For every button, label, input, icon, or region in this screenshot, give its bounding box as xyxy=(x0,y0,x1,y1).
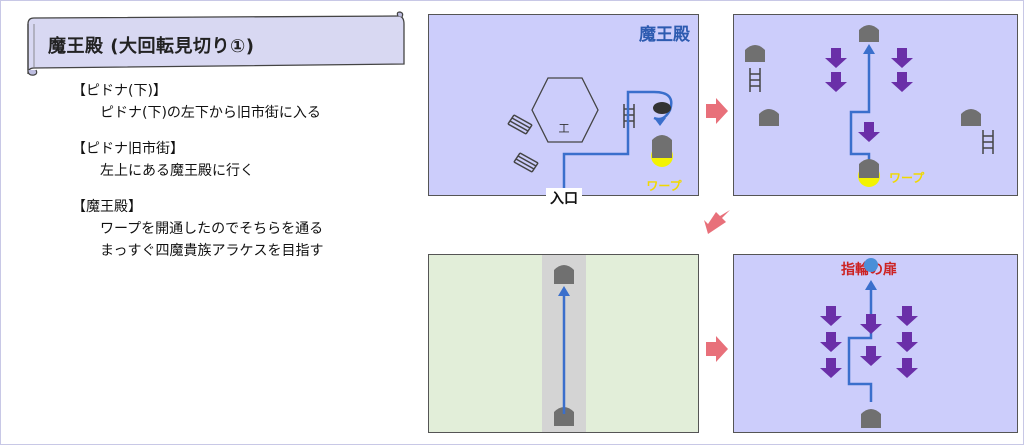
enemy-down-arrow-icon xyxy=(820,358,842,378)
enemy-down-arrow-icon xyxy=(891,48,913,68)
ladder-icon xyxy=(749,68,761,92)
door-icon xyxy=(759,109,779,126)
door-icon xyxy=(652,135,672,158)
enemy-down-arrow-icon xyxy=(860,346,882,366)
enemy-down-arrow-icon xyxy=(825,48,847,68)
map-panel-corridor xyxy=(428,254,699,433)
door-icon xyxy=(861,409,881,428)
note-old-town: 【ピドナ旧市街】 左上にある魔王殿に行く xyxy=(72,138,323,182)
route-arrowhead xyxy=(558,286,570,296)
next-arrow-icon xyxy=(706,98,728,124)
door-mark: 工 xyxy=(559,122,570,135)
entrance-label: 入口 xyxy=(546,188,582,208)
enemy-down-arrow-icon xyxy=(860,314,882,334)
map-panel-entrance: 魔王殿 工 ワープ xyxy=(428,14,699,196)
page-title: 魔王殿 (大回転見切り①) xyxy=(48,36,255,57)
note-heading: 【ピドナ(下)】 xyxy=(72,83,167,99)
enemy-down-arrow-icon xyxy=(825,72,847,92)
enemy-down-arrow-icon xyxy=(896,332,918,352)
route-path xyxy=(849,52,871,182)
hexagon-building xyxy=(531,77,599,143)
warp-label: ワープ xyxy=(646,178,682,193)
ladder-icon xyxy=(507,114,533,135)
note-line: ピドナ(下)の左下から旧市街に入る xyxy=(100,105,321,121)
ladder-icon xyxy=(513,152,539,173)
next-arrow-diagonal-icon xyxy=(704,210,730,234)
door-icon xyxy=(554,407,574,426)
note-heading: 【ピドナ旧市街】 xyxy=(72,141,184,157)
note-demon-palace: 【魔王殿】 ワープを開通したのでそちらを通る まっすぐ四魔貴族アラケスを目指す xyxy=(72,196,323,262)
enemy-arrows xyxy=(820,306,918,378)
door-icon xyxy=(554,265,574,284)
note-line: 左上にある魔王殿に行く xyxy=(100,163,254,179)
note-line: ワープを開通したのでそちらを通る xyxy=(100,221,324,237)
route-notes: 【ピドナ(下)】 ピドナ(下)の左下から旧市街に入る 【ピドナ旧市街】 左上にあ… xyxy=(72,80,323,276)
enemy-down-arrow-icon xyxy=(820,332,842,352)
note-heading: 【魔王殿】 xyxy=(72,199,142,215)
door-icon xyxy=(859,25,879,42)
route-arrowhead xyxy=(863,44,875,54)
door-icon xyxy=(859,159,879,178)
title-scroll xyxy=(27,11,405,76)
panel-label: 魔王殿 xyxy=(639,24,691,45)
enemy-down-arrow-icon xyxy=(891,72,913,92)
ring-door-icon xyxy=(864,258,878,272)
enemy-down-arrow-icon xyxy=(896,358,918,378)
next-arrow-icon xyxy=(706,336,728,362)
enemy-arrows xyxy=(825,48,913,142)
enemy-down-arrow-icon xyxy=(896,306,918,326)
door-icon xyxy=(745,45,765,62)
warp-label: ワープ xyxy=(889,170,925,185)
enemy-down-arrow-icon xyxy=(820,306,842,326)
map-panel-ring-door: 指輪の扉 xyxy=(733,254,1018,433)
route-arrowhead xyxy=(654,118,666,126)
note-pidona-lower: 【ピドナ(下)】 ピドナ(下)の左下から旧市街に入る xyxy=(72,80,323,124)
enemy-icon xyxy=(653,102,671,114)
enemy-down-arrow-icon xyxy=(858,122,880,142)
map-panel-hall: ワープ xyxy=(733,14,1018,196)
note-line: まっすぐ四魔貴族アラケスを目指す xyxy=(100,243,324,259)
route-arrowhead xyxy=(865,280,877,290)
door-icon xyxy=(961,109,981,126)
ladder-icon xyxy=(982,130,994,154)
